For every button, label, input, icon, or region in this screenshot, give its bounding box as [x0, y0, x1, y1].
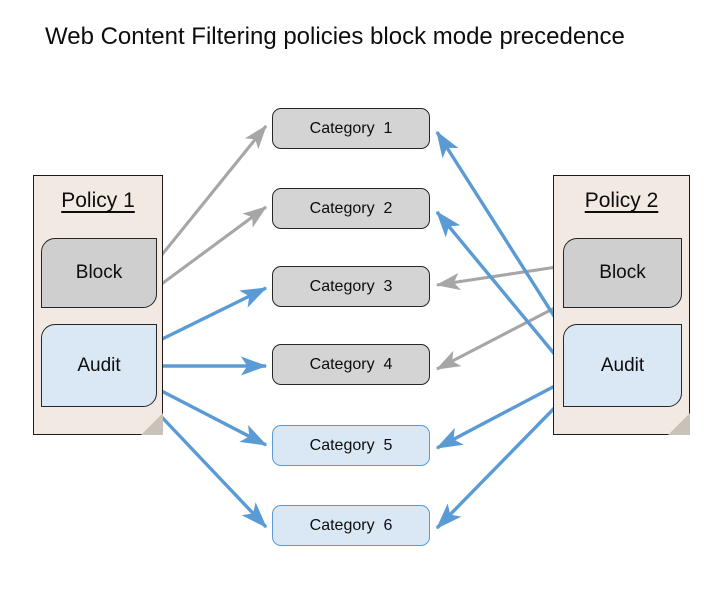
- arrow-policy2-audit-to-category2: [435, 210, 568, 370]
- category-1-label: Category 1: [309, 119, 393, 137]
- policy-1-audit-box[interactable]: Audit: [41, 324, 157, 407]
- policy-2-audit-label: Audit: [600, 354, 645, 376]
- category-4-label: Category 4: [309, 355, 393, 373]
- category-box-6[interactable]: Category 6: [272, 505, 430, 546]
- category-2-label: Category 2: [309, 199, 393, 217]
- policy-1-card[interactable]: Policy 1 Block Audit: [33, 175, 163, 435]
- arrow-policy2-block-to-category4: [435, 298, 571, 371]
- arrow-policy2-audit-to-category5: [435, 376, 571, 450]
- policy-1-title: Policy 1: [61, 189, 135, 212]
- policy-1-block-box[interactable]: Block: [41, 238, 157, 308]
- category-5-label: Category 5: [309, 436, 393, 454]
- policy-2-audit-box[interactable]: Audit: [563, 324, 682, 407]
- category-box-5[interactable]: Category 5: [272, 425, 430, 466]
- arrow-policy1-block-to-category1: [146, 125, 268, 273]
- category-box-4[interactable]: Category 4: [272, 344, 430, 385]
- policy-1-block-label: Block: [75, 262, 123, 283]
- policy-2-block-label: Block: [599, 262, 646, 283]
- arrow-policy1-audit-to-category3: [147, 286, 268, 348]
- policy-2-title: Policy 2: [584, 189, 659, 212]
- page-title: Web Content Filtering policies block mod…: [45, 23, 625, 50]
- category-6-label: Category 6: [309, 516, 393, 534]
- policy-2-card[interactable]: Policy 2 Block Audit: [553, 175, 690, 435]
- category-3-label: Category 3: [309, 277, 393, 295]
- category-box-3[interactable]: Category 3: [272, 266, 430, 307]
- page-fold-corner-icon: [668, 413, 690, 435]
- arrow-policy2-block-to-category3: [435, 263, 571, 291]
- arrow-policy2-audit-to-category6: [435, 388, 574, 530]
- page-fold-corner-icon: [141, 413, 163, 435]
- arrow-policy2-audit-to-category1: [435, 130, 570, 339]
- category-box-1[interactable]: Category 1: [272, 108, 430, 149]
- policy-1-audit-label: Audit: [77, 354, 121, 376]
- arrow-policy1-block-to-category2: [147, 205, 267, 296]
- policy-2-block-box[interactable]: Block: [563, 238, 682, 308]
- arrow-policy1-audit-to-category5: [147, 382, 268, 447]
- category-box-2[interactable]: Category 2: [272, 188, 430, 229]
